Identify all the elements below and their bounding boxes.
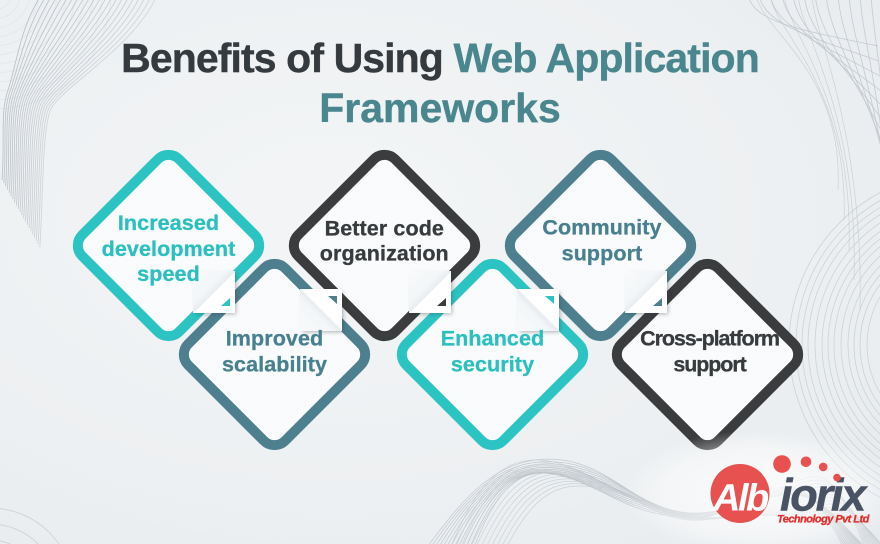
svg-text:Technology Pvt Ltd: Technology Pvt Ltd <box>777 514 870 526</box>
svg-text:Alb: Alb <box>712 478 769 520</box>
svg-text:iorix: iorix <box>780 470 868 521</box>
